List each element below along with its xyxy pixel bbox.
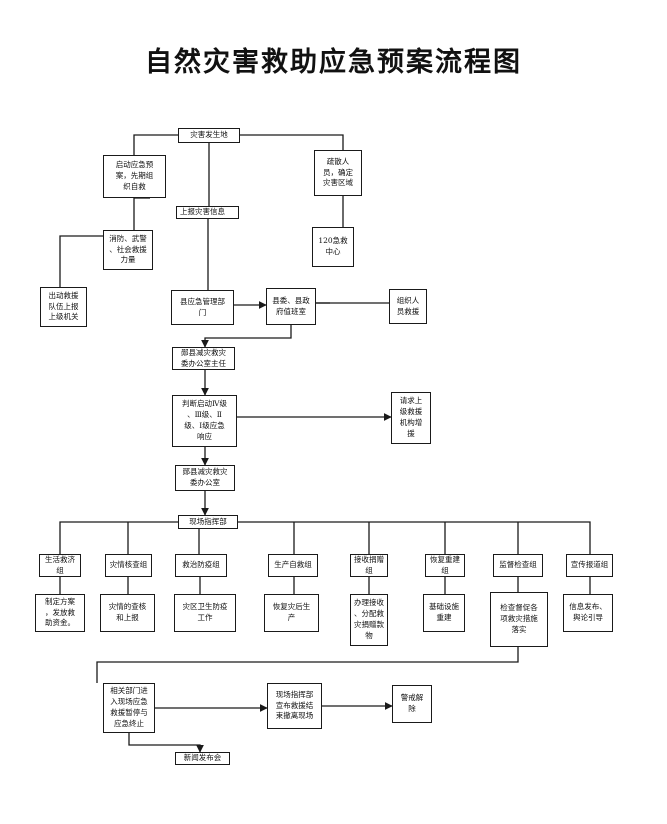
publicity-group-node: 宣传报道组 (566, 554, 613, 577)
task-supervise-measures-node: 检查督促各 项救灾措施 落实 (490, 592, 548, 647)
press-conference-node: 新闻发布会 (175, 752, 230, 765)
living-relief-group-node: 生活救济 组 (39, 554, 81, 577)
connector-line (133, 134, 178, 155)
task-donations-node: 办理接收 、分配救 灾捐赠款 物 (350, 594, 388, 646)
report-disaster-info-node: 上报灾害信息 (176, 206, 239, 219)
reconstruction-group-node: 恢复重建 组 (425, 554, 465, 577)
request-support-node: 请求上 级救援 机构增 援 (391, 392, 431, 444)
production-self-rescue-group-node: 生产自救组 (268, 554, 318, 577)
task-epidemic-prevention-node: 灾区卫生防疫 工作 (174, 594, 236, 632)
announce-end-node: 现场指挥部 宣布救援结 束撤离现场 (267, 683, 322, 729)
task-restore-production-node: 恢复灾后生 产 (264, 594, 319, 632)
judge-response-level-node: 判断启动Ⅳ级 、Ⅲ级、Ⅱ 级、Ⅰ级应急 响应 (172, 395, 237, 447)
page-title: 自然灾害救助应急预案流程图 (145, 47, 522, 78)
field-headquarters-node: 现场指挥部 (178, 515, 238, 529)
task-information-release-node: 信息发布、 舆论引导 (563, 594, 613, 632)
task-infrastructure-node: 基础设施 重建 (423, 594, 465, 632)
rescue-forces-node: 消防、武警 、社会救援 力量 (103, 230, 153, 270)
emergency-120-center-node: 120急救 中心 (312, 227, 354, 267)
lift-alert-node: 警戒解 除 (392, 685, 432, 723)
connector-line (238, 521, 591, 554)
task-verify-report-node: 灾情的查核 和上报 (100, 594, 155, 632)
connector-line (240, 134, 344, 150)
emergency-termination-node: 相关部门进 入现场应急 救援暂停与 应急终止 (103, 683, 155, 733)
dispatch-rescue-team-node: 出动救援 队伍上报 上级机关 (40, 287, 87, 327)
task-relief-funds-node: 制定方案 ，发放救 助资金。 (35, 594, 85, 632)
evacuate-people-node: 疏散人 员，确定 灾害区域 (314, 150, 362, 196)
disaster-office-node: 郧县减灾救灾 委办公室 (175, 465, 235, 491)
treatment-epidemic-group-node: 救治防疫组 (175, 554, 227, 577)
connector-line (128, 733, 204, 753)
supervision-group-node: 监督检查组 (493, 554, 543, 577)
connector-line (96, 647, 519, 683)
organize-rescue-node: 组织人 员救援 (389, 289, 427, 324)
disaster-occurrence-node: 灾害发生地 (178, 128, 240, 143)
connector-line (59, 235, 103, 287)
duty-office-node: 县委、县政 府值班室 (266, 288, 316, 325)
county-emergency-dept-node: 县应急管理部 门 (171, 290, 234, 325)
disaster-verification-group-node: 灾情核查组 (105, 554, 152, 577)
connector-line (59, 521, 178, 554)
office-director-node: 郧县减灾救灾 委办公室主任 (172, 347, 235, 370)
donation-group-node: 接收捐赠 组 (350, 554, 388, 577)
connector-line (201, 325, 292, 348)
start-emergency-plan-node: 启动应急预 案，先期组 织自救 (103, 155, 166, 198)
